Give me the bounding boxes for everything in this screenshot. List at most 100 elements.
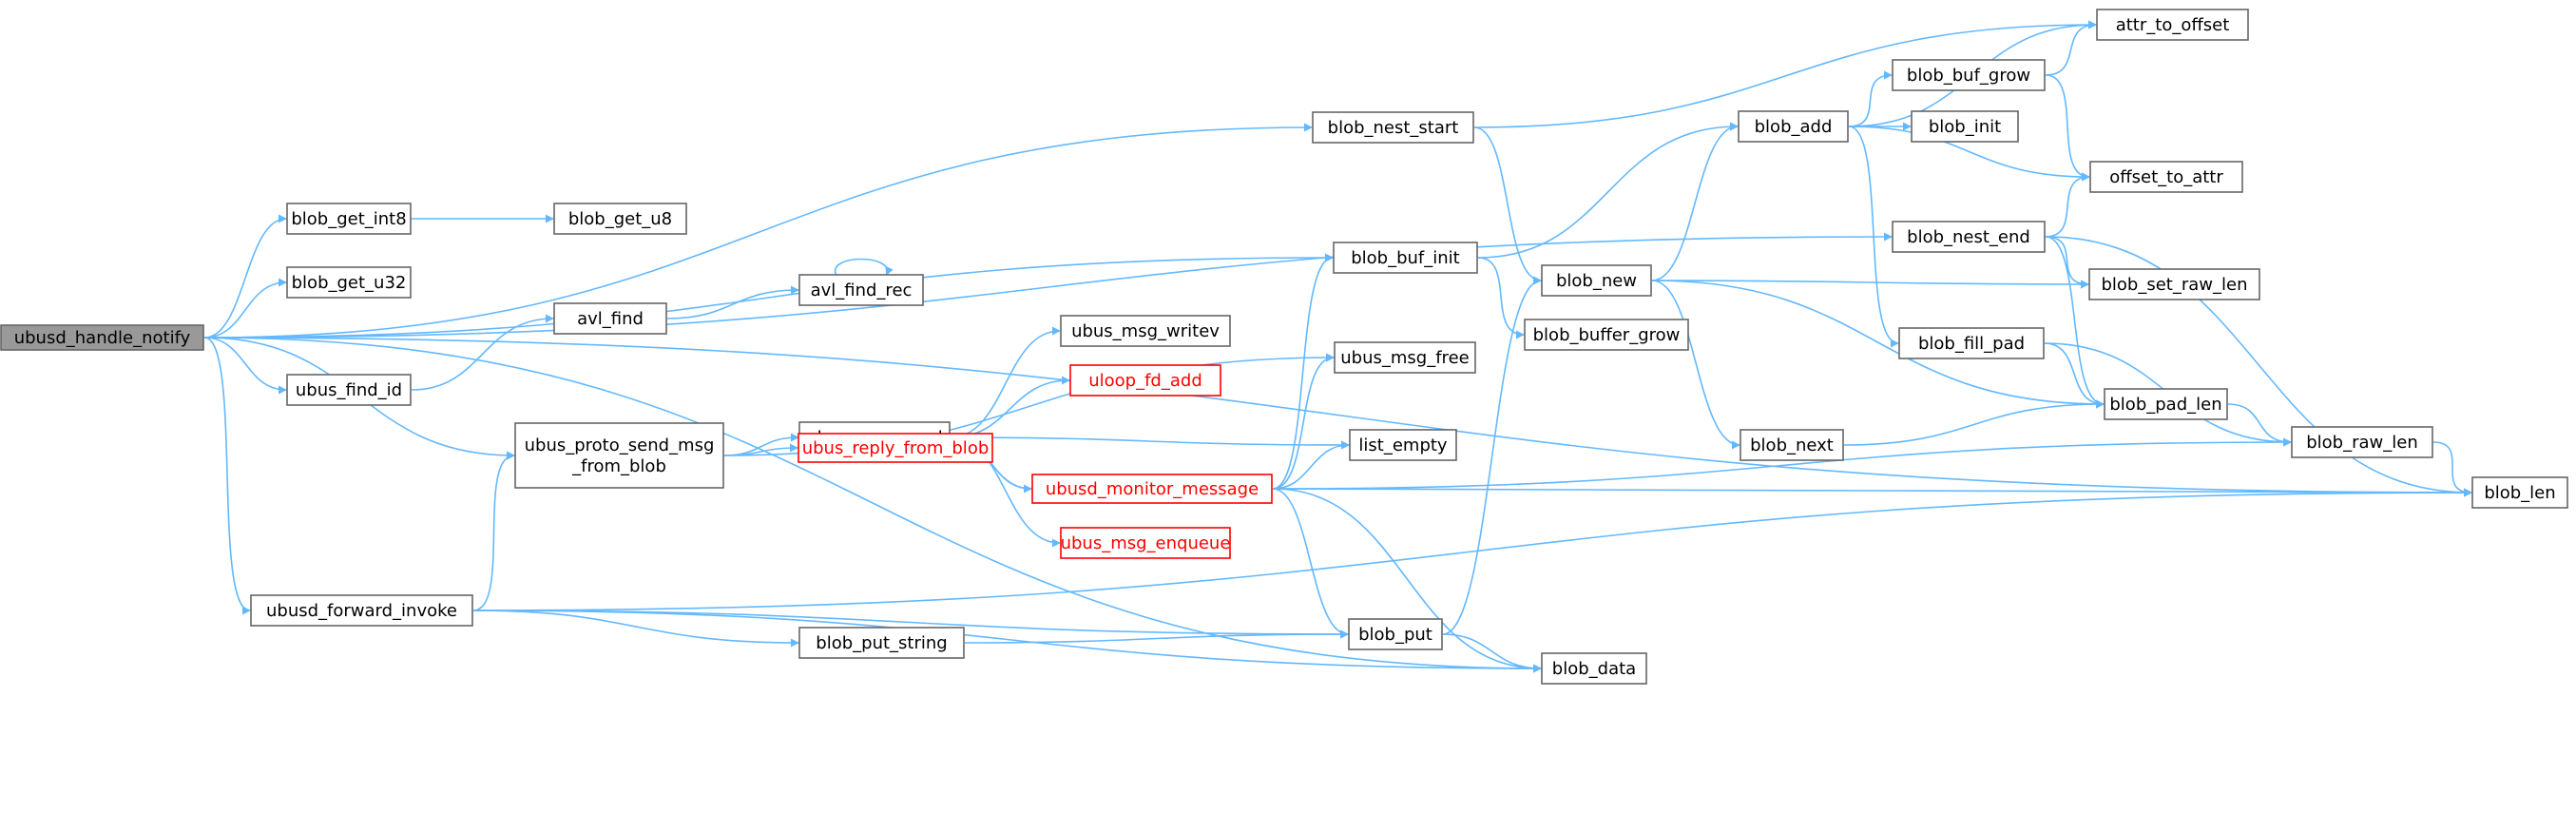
node-label-blob_get_u32: blob_get_u32 — [292, 273, 407, 293]
node-ubus_proto_send_msg_from_blob[interactable]: ubus_proto_send_msg_from_blob — [514, 422, 724, 489]
node-blob_next[interactable]: blob_next — [1740, 429, 1844, 461]
node-label-avl_find_rec: avl_find_rec — [811, 281, 913, 300]
edge-blob_add-to-blob_buf_grow — [1848, 70, 1893, 127]
node-blob_add[interactable]: blob_add — [1738, 110, 1849, 143]
node-blob_get_u32[interactable]: blob_get_u32 — [286, 266, 412, 299]
node-blob_put_string[interactable]: blob_put_string — [798, 627, 965, 659]
node-box-blob_raw_len — [2291, 426, 2433, 458]
node-label-list_empty: list_empty — [1358, 436, 1448, 455]
node-ubusd_handle_notify[interactable]: ubusd_handle_notify — [0, 324, 204, 351]
edge-ubusd_handle_notify-to-blob_nest_start — [203, 123, 1313, 339]
edge-ubusd_handle_notify-to-blob_nest_end — [203, 232, 1893, 339]
node-blob_buf_grow[interactable]: blob_buf_grow — [1892, 59, 2046, 91]
node-box-list_empty — [1349, 429, 1457, 461]
edge-blob_new-to-blob_pad_len — [1651, 280, 2105, 409]
node-blob_len[interactable]: blob_len — [2471, 476, 2568, 509]
node-blob_get_int8[interactable]: blob_get_int8 — [286, 203, 412, 235]
node-label-blob_get_u8: blob_get_u8 — [568, 209, 672, 229]
node-ubus_find_id[interactable]: ubus_find_id — [286, 374, 412, 406]
edge-ubusd_forward_invoke-to-ubus_proto_send_msg_from_blob — [472, 451, 515, 611]
node-box-avl_find — [553, 302, 667, 335]
edge-ubus_msg_send-to-list_empty — [950, 436, 1350, 450]
node-blob_nest_start[interactable]: blob_nest_start — [1312, 111, 1474, 144]
node-box-blob_nest_start — [1312, 111, 1474, 144]
node-box-blob_init — [1911, 110, 2019, 143]
node-label-offset_to_attr: offset_to_attr — [2109, 167, 2223, 187]
node-blob_get_u8[interactable]: blob_get_u8 — [553, 203, 687, 235]
node-label-ubus_reply_from_blob: ubus_reply_from_blob — [802, 438, 990, 458]
node-label-ubus_msg_enqueue: ubus_msg_enqueue — [1061, 533, 1231, 553]
edge-blob_new-to-blob_add — [1651, 122, 1739, 281]
edge-ubusd_forward_invoke-to-blob_data — [472, 610, 1542, 673]
node-box-blob_get_u32 — [286, 266, 412, 299]
node-blob_put[interactable]: blob_put — [1348, 618, 1443, 650]
node-ubusd_monitor_message[interactable]: ubusd_monitor_message — [1031, 474, 1273, 504]
node-ubus_msg_writev[interactable]: ubus_msg_writev — [1060, 315, 1231, 347]
edge-blob_buf_init-to-blob_add — [1477, 122, 1739, 259]
node-ubusd_forward_invoke[interactable]: ubusd_forward_invoke — [250, 594, 473, 627]
node-label-attr_to_offset: attr_to_offset — [2116, 15, 2230, 35]
edge-ubusd_handle_notify-to-blob_get_int8 — [203, 214, 287, 339]
edge-avl_find-to-avl_find_rec — [666, 285, 799, 319]
node-box-blob_buf_init — [1333, 242, 1478, 274]
edge-blob_put-to-blob_data — [1442, 633, 1542, 673]
edge-blob_nest_end-to-blob_pad_len — [2045, 236, 2105, 409]
node-blob_set_raw_len[interactable]: blob_set_raw_len — [2088, 268, 2260, 300]
node-uloop_fd_add[interactable]: uloop_fd_add — [1069, 364, 1221, 397]
node-list_empty[interactable]: list_empty — [1349, 429, 1457, 461]
node-box-uloop_fd_add — [1069, 364, 1221, 397]
node-blob_init[interactable]: blob_init — [1911, 110, 2019, 143]
edge-ubusd_forward_invoke-to-blob_put — [472, 610, 1349, 639]
node-box-blob_len — [2471, 476, 2568, 509]
node-label-blob_len: blob_len — [2484, 483, 2555, 503]
node-avl_find[interactable]: avl_find — [553, 302, 667, 335]
node-label-blob_buf_init: blob_buf_init — [1351, 248, 1460, 268]
node-attr_to_offset[interactable]: attr_to_offset — [2096, 9, 2249, 41]
edge-ubus_find_id-to-avl_find — [411, 314, 554, 391]
node-blob_fill_pad[interactable]: blob_fill_pad — [1898, 327, 2045, 359]
node-label-blob_buf_grow: blob_buf_grow — [1907, 66, 2030, 86]
edge-blob_pad_len-to-blob_raw_len — [2227, 403, 2292, 447]
node-blob_data[interactable]: blob_data — [1541, 652, 1647, 685]
node-box-blob_new — [1541, 264, 1652, 297]
node-ubus_msg_free[interactable]: ubus_msg_free — [1334, 341, 1476, 374]
edge-ubusd_forward_invoke-to-blob_len — [472, 488, 2472, 611]
node-label-blob_fill_pad: blob_fill_pad — [1918, 334, 2025, 354]
node-blob_raw_len[interactable]: blob_raw_len — [2291, 426, 2433, 458]
edge-blob_put_string-to-blob_put — [964, 629, 1349, 644]
edge-ubusd_handle_notify-to-blob_data — [203, 337, 1542, 673]
node-label-ubus_find_id: ubus_find_id — [296, 380, 402, 400]
node-label-ubus_proto_send_msg_from_blob: ubus_proto_send_msg — [525, 436, 715, 455]
node-blob_buffer_grow[interactable]: blob_buffer_grow — [1524, 319, 1689, 351]
node-label-blob_raw_len: blob_raw_len — [2306, 433, 2418, 453]
edge-ubus_msg_send-to-uloop_fd_add — [950, 376, 1070, 438]
node-label-blob_add: blob_add — [1755, 117, 1833, 137]
node-box-ubusd_handle_notify — [0, 324, 204, 351]
node-ubus_reply_from_blob[interactable]: ubus_reply_from_blob — [798, 433, 993, 463]
node-box-blob_fill_pad — [1898, 327, 2045, 359]
node-label-uloop_fd_add: uloop_fd_add — [1088, 371, 1202, 391]
node-label-blob_init: blob_init — [1929, 117, 2001, 137]
node-blob_buf_init[interactable]: blob_buf_init — [1333, 242, 1478, 274]
node-blob_nest_end[interactable]: blob_nest_end — [1892, 221, 2046, 253]
node-blob_pad_len[interactable]: blob_pad_len — [2104, 388, 2228, 420]
edge-blob_nest_end-to-offset_to_attr — [2045, 172, 2090, 238]
node-box-ubus_msg_writev — [1060, 315, 1231, 347]
edge-blob_buf_grow-to-offset_to_attr — [2045, 74, 2090, 182]
node-blob_new[interactable]: blob_new — [1541, 264, 1652, 297]
node-box-ubus_msg_enqueue — [1060, 527, 1231, 559]
edge-ubusd_handle_notify-to-ubus_find_id — [203, 337, 287, 395]
node-avl_find_rec[interactable]: avl_find_rec — [798, 274, 924, 306]
node-box-ubusd_monitor_message — [1031, 474, 1273, 504]
node-label-ubusd_forward_invoke: ubusd_forward_invoke — [266, 601, 457, 621]
node-label-blob_put_string: blob_put_string — [816, 633, 947, 653]
edge-blob_nest_start-to-blob_new — [1473, 126, 1542, 285]
node-label-avl_find: avl_find — [577, 309, 644, 329]
edge-ubus_proto_send_msg_from_blob-to-ubus_msg_send — [723, 433, 799, 456]
node-offset_to_attr[interactable]: offset_to_attr — [2089, 161, 2243, 193]
node-box-blob_put_string — [798, 627, 965, 659]
node-ubus_msg_enqueue[interactable]: ubus_msg_enqueue — [1060, 527, 1231, 559]
function-nodes: ubusd_handle_notify blob_get_int8 blob_get… — [0, 9, 2568, 685]
edge-blob_add-to-blob_fill_pad — [1848, 126, 1899, 348]
node-label-ubus_msg_free: ubus_msg_free — [1340, 348, 1469, 368]
